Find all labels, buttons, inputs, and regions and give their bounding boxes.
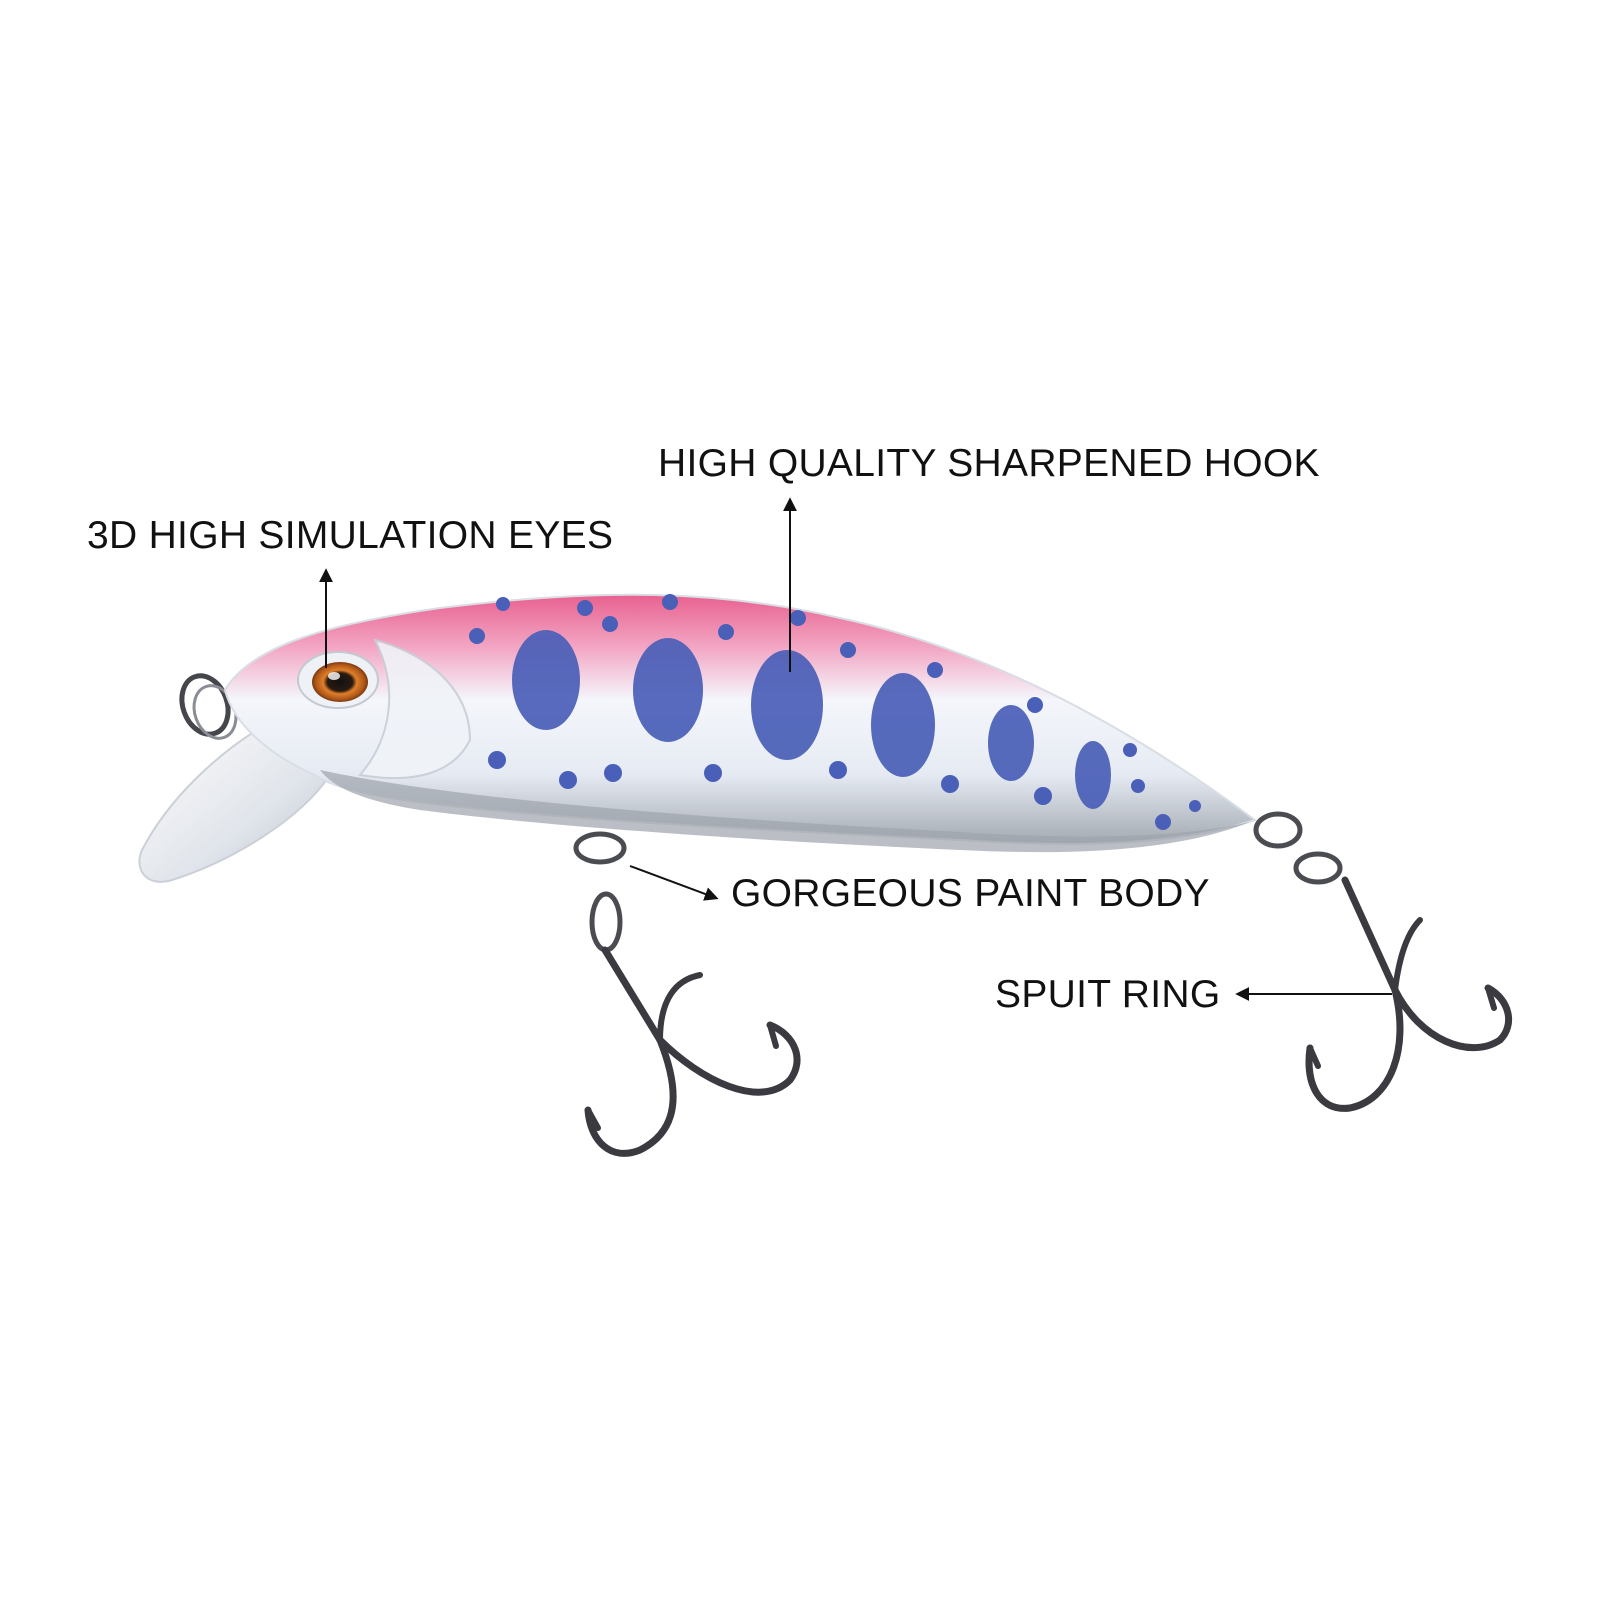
diving-lip	[138, 723, 332, 883]
callout-arrows	[319, 497, 1392, 1001]
hook-callout-label: HIGH QUALITY SHARPENED HOOK	[658, 442, 1320, 485]
belly-shadow	[320, 770, 1250, 853]
body-arrow	[629, 865, 719, 901]
body-callout-label: GORGEOUS PAINT BODY	[731, 872, 1210, 915]
small-blue-dots	[469, 594, 1201, 830]
tail-treble-hook	[1253, 811, 1512, 1112]
large-blue-spots	[512, 630, 1111, 809]
eyes-callout-label: 3D HIGH SIMULATION EYES	[87, 514, 614, 557]
gill-plate	[358, 638, 472, 779]
lure-eye	[297, 651, 379, 709]
lure-body	[223, 593, 1258, 845]
belly-treble-hook	[573, 831, 801, 1157]
ring-callout-label: SPUIT RING	[995, 973, 1221, 1016]
